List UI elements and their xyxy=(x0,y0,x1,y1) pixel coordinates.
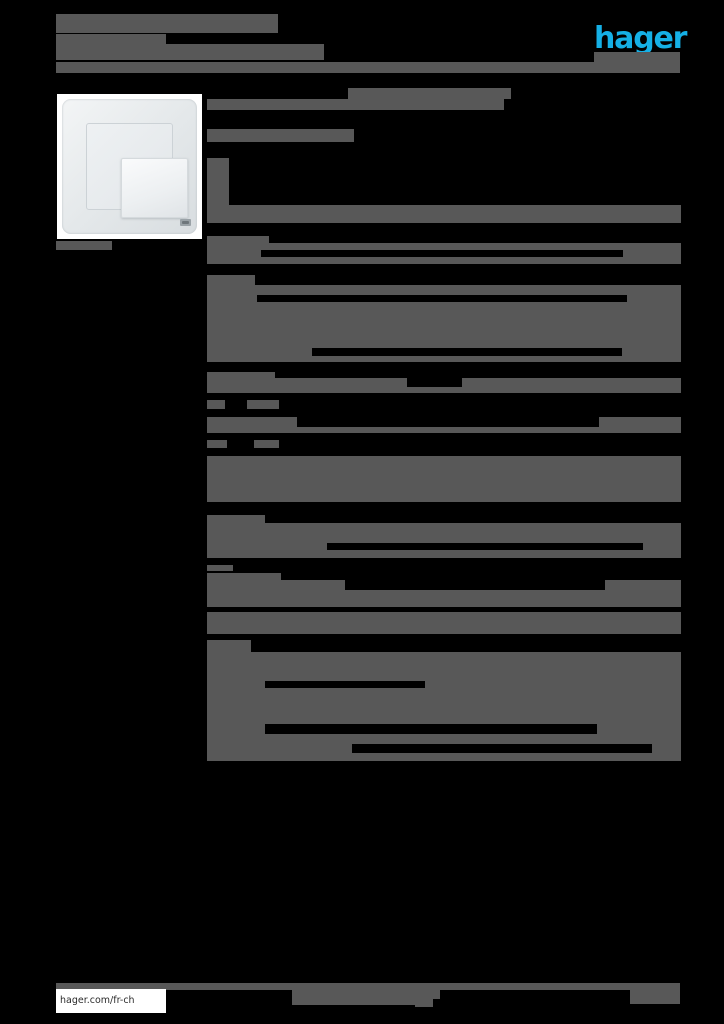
spec-row xyxy=(207,688,681,724)
spec-row xyxy=(207,372,275,378)
spec-row xyxy=(207,612,681,634)
spec-row xyxy=(207,598,681,607)
spec-row xyxy=(207,205,681,223)
spec-row xyxy=(207,523,681,535)
spec-row xyxy=(207,387,681,393)
page-header: hager xyxy=(0,0,724,80)
spec-row-trailing-space xyxy=(229,158,681,172)
spec-row xyxy=(207,356,681,362)
logo-underline-redaction xyxy=(594,52,680,64)
page-subtitle-emphasis xyxy=(56,36,141,45)
footer-page-number xyxy=(630,986,680,1004)
section-title-band xyxy=(207,99,504,110)
spec-row xyxy=(207,753,681,761)
spec-row-gap xyxy=(265,681,425,688)
spec-row xyxy=(207,565,233,571)
spec-row xyxy=(207,243,681,251)
spec-row-gap xyxy=(265,724,597,734)
spec-row-gap xyxy=(261,250,623,257)
footer-center-text-tail xyxy=(415,995,433,1007)
spec-row xyxy=(207,257,681,264)
spec-row-trailing-space xyxy=(229,172,681,185)
section-subheading xyxy=(207,129,354,142)
spec-row-gap xyxy=(327,543,643,550)
spec-row xyxy=(207,535,681,543)
spec-row-gap xyxy=(251,640,681,652)
switch-rocker xyxy=(121,158,191,226)
spec-row xyxy=(207,734,681,746)
spec-row xyxy=(207,456,681,502)
spec-row xyxy=(207,681,681,688)
spec-row xyxy=(207,427,681,433)
spec-row-gap xyxy=(345,580,605,590)
spec-row-trailing-space xyxy=(229,185,681,198)
spec-row-gap xyxy=(407,378,462,387)
spec-row-gap xyxy=(227,440,254,448)
spec-row-gap xyxy=(257,295,627,302)
hager-logo[interactable]: hager xyxy=(594,21,687,56)
spec-row xyxy=(207,573,281,580)
spec-row xyxy=(207,302,681,348)
indicator-led-icon xyxy=(180,219,191,226)
spec-row xyxy=(207,275,255,285)
footer-divider xyxy=(56,983,680,990)
spec-row xyxy=(207,285,681,295)
spec-row-gap xyxy=(312,348,622,356)
footer-center-text xyxy=(292,988,440,999)
header-divider xyxy=(56,62,680,73)
page-subtitle xyxy=(56,44,324,60)
footer-website-link[interactable]: hager.com/fr-ch xyxy=(56,989,166,1013)
product-image xyxy=(57,94,202,239)
spec-row-gap xyxy=(225,400,247,409)
spec-row-gap xyxy=(297,417,599,427)
switch-faceplate xyxy=(62,99,197,234)
footer-center-text-line2 xyxy=(292,997,420,1005)
page-title xyxy=(56,14,278,33)
product-image-caption xyxy=(56,241,112,250)
spec-row xyxy=(207,590,681,598)
spec-row xyxy=(207,515,265,523)
section-title xyxy=(348,88,511,99)
spec-row xyxy=(207,236,269,245)
spec-row-trailing-space xyxy=(229,198,681,205)
spec-row-gap xyxy=(352,744,652,753)
spec-row xyxy=(207,550,681,558)
switch-inner-frame xyxy=(86,123,191,226)
